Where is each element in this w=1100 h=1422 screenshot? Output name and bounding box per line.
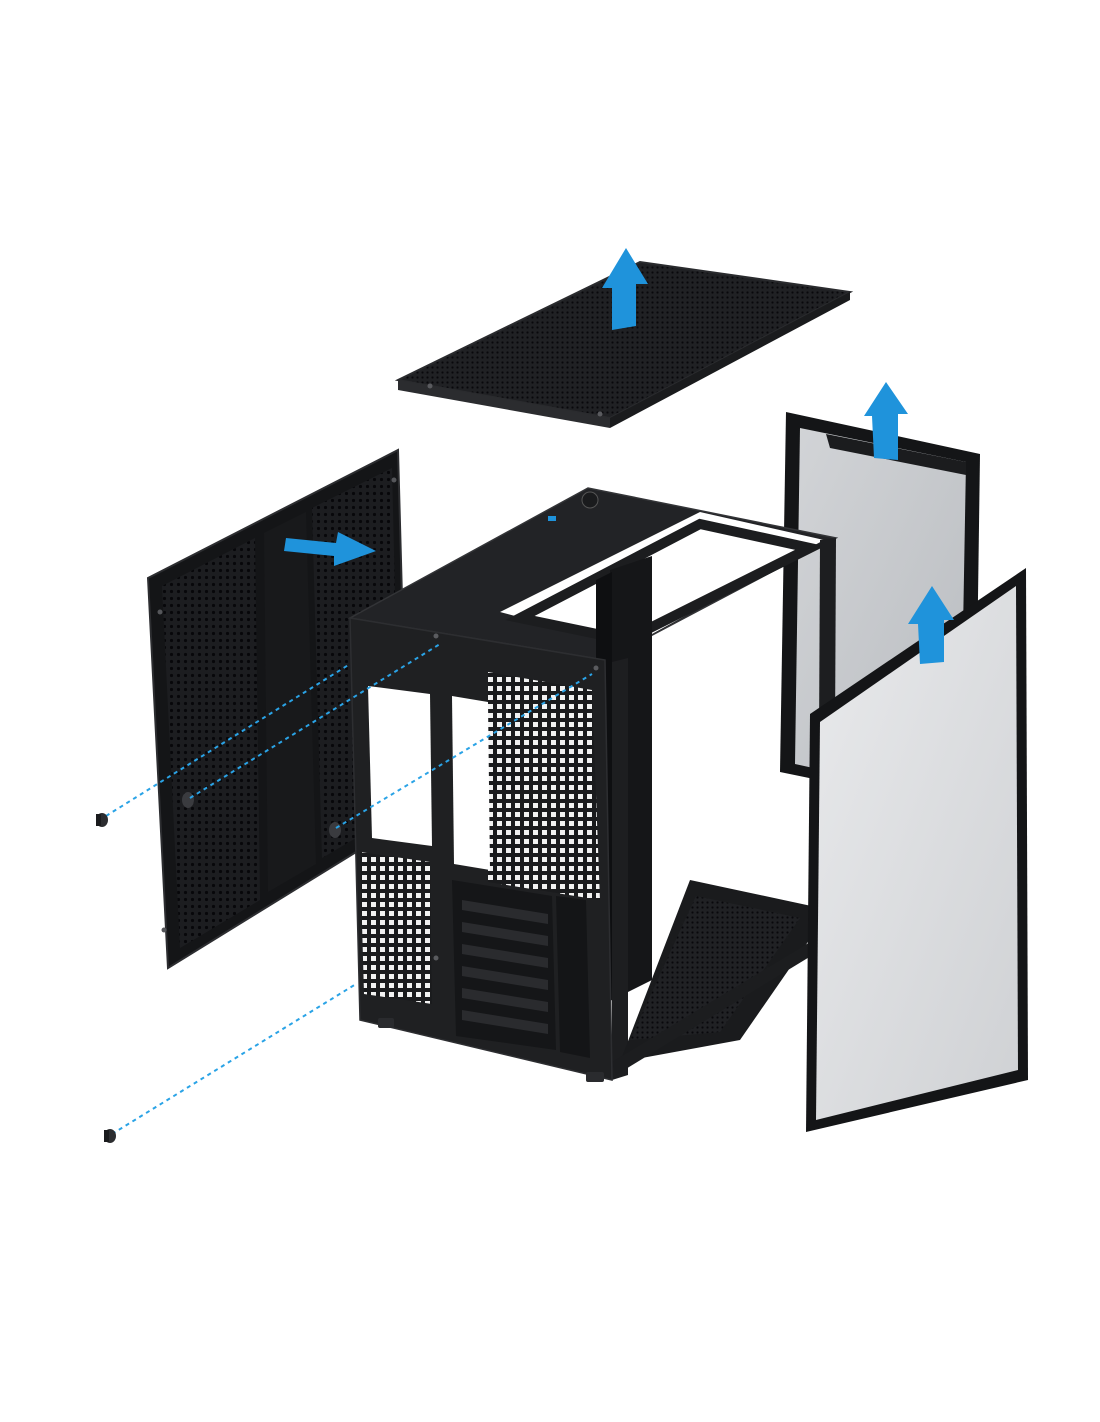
chassis xyxy=(347,487,839,1082)
front-glass-panel xyxy=(806,568,1028,1132)
usb-port-icon xyxy=(548,516,556,521)
thumbscrew-icon xyxy=(96,813,108,827)
guide-line xyxy=(111,983,357,1135)
expansion-slots xyxy=(452,880,590,1058)
case-foot xyxy=(378,1018,394,1028)
screw-guide-lines xyxy=(105,643,593,1135)
panel-thumbscrew-icon xyxy=(182,792,194,808)
case-foot xyxy=(586,1072,604,1082)
guide-line xyxy=(335,673,593,829)
panel-thumbscrew-icon xyxy=(329,822,341,838)
power-button-icon xyxy=(581,491,599,509)
thumbscrew-icon xyxy=(104,1129,116,1143)
guide-line xyxy=(189,643,441,799)
arrow-up-icon xyxy=(602,248,648,330)
arrow-up-icon xyxy=(908,586,954,664)
top-mesh-panel xyxy=(394,260,854,428)
arrow-up-icon xyxy=(864,382,908,460)
arrow-right-icon xyxy=(284,532,376,566)
